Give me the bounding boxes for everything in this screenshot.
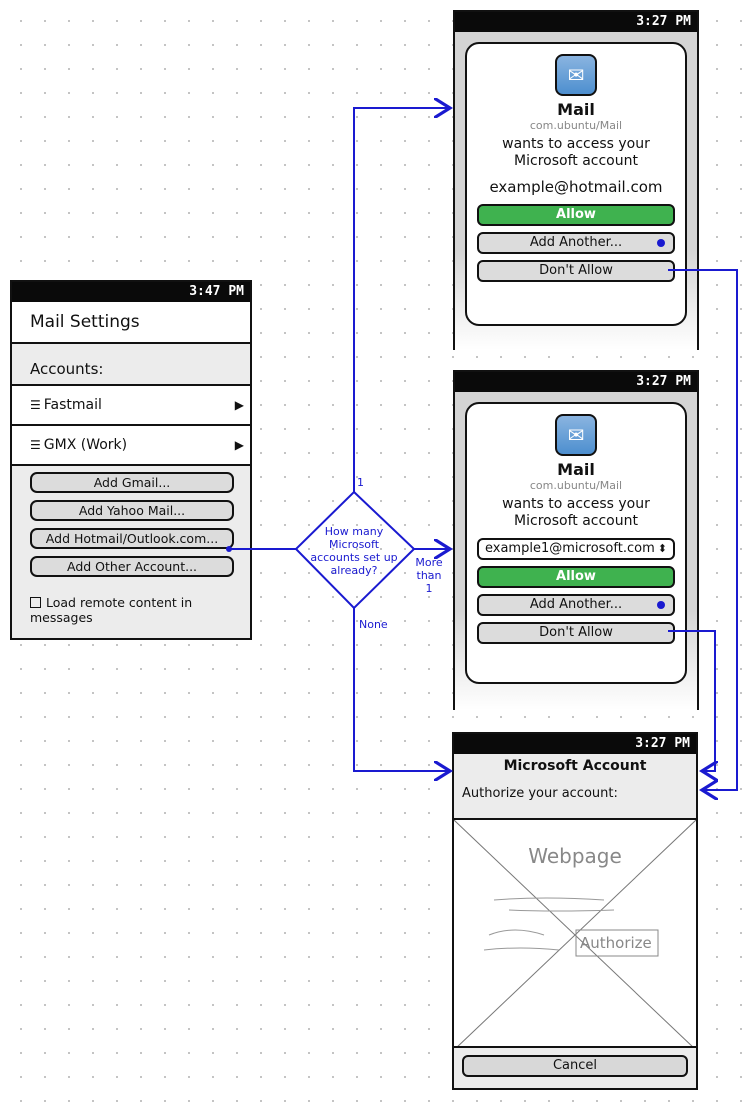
flow-connector-dot [657,601,665,609]
webpage-placeholder[interactable]: Webpage Authorize [454,820,696,1050]
branch-label-one: 1 [357,476,364,489]
account-label: GMX (Work) [43,437,128,453]
single-account-dialog-screen: 3:27 PM ✉ Mail com.ubuntu/Mail wants to … [453,10,699,350]
chevron-right-icon: ▶ [234,398,244,412]
add-another-button[interactable]: Add Another... [477,232,675,254]
status-bar-time: 3:27 PM [455,12,697,32]
account-label: Fastmail [43,397,102,413]
flow-connector-dot [657,239,665,247]
account-row-gmx[interactable]: ☰GMX (Work) ▶ [12,426,250,466]
accounts-section-header: Accounts: [12,344,250,386]
mail-settings-screen: 3:47 PM Mail Settings Accounts: ☰Fastmai… [10,280,252,640]
add-another-button[interactable]: Add Another... [477,594,675,616]
add-yahoo-button[interactable]: Add Yahoo Mail... [30,500,234,521]
flow-connector-dot [226,546,232,552]
access-dialog: ✉ Mail com.ubuntu/Mail wants to access y… [465,42,687,326]
add-hotmail-button[interactable]: Add Hotmail/Outlook.com... [30,528,234,549]
branch-label-none: None [359,618,388,631]
dont-allow-button[interactable]: Don't Allow [477,260,675,282]
auth-footer: Cancel [454,1046,696,1088]
account-stack-icon: ☰ [30,398,41,412]
webpage-label: Webpage [528,844,622,868]
auth-header: Microsoft Account Authorize your account… [454,754,696,820]
checkbox-icon [30,597,41,608]
app-bundle-id: com.ubuntu/Mail [529,479,623,492]
access-dialog: ✉ Mail com.ubuntu/Mail wants to access y… [465,402,687,684]
status-bar-time: 3:47 PM [12,282,250,302]
add-gmail-button[interactable]: Add Gmail... [30,472,234,493]
access-message: wants to access your Microsoft account [502,136,650,169]
status-bar-time: 3:27 PM [454,734,696,754]
access-message: wants to access your Microsoft account [502,496,650,529]
app-name: Mail [557,460,595,479]
allow-button[interactable]: Allow [477,204,675,226]
account-stack-icon: ☰ [30,438,41,452]
cancel-button[interactable]: Cancel [462,1055,688,1077]
dont-allow-button[interactable]: Don't Allow [477,622,675,644]
flow-line-none [353,608,450,771]
button-label: Add Another... [529,235,623,250]
microsoft-auth-screen: 3:27 PM Microsoft Account Authorize your… [452,732,698,1090]
selected-account: example1@microsoft.com [485,541,655,556]
account-select[interactable]: example1@microsoft.com⬍ [477,538,675,560]
allow-button[interactable]: Allow [477,566,675,588]
checkbox-label: Load remote content in messages [30,595,193,625]
chevron-right-icon: ▶ [234,438,244,452]
auth-subtitle: Authorize your account: [462,786,618,801]
mail-envelope-icon: ✉ [555,414,597,456]
add-other-account-button[interactable]: Add Other Account... [30,556,234,577]
flow-line-add-another-single [668,269,738,790]
load-remote-content-checkbox[interactable]: Load remote content in messages [30,595,234,625]
decision-question: How many Microsoft accounts set up alrea… [310,525,398,577]
multi-account-dialog-screen: 3:27 PM ✉ Mail com.ubuntu/Mail wants to … [453,370,699,710]
spinner-arrows-icon: ⬍ [657,542,667,555]
account-email: example@hotmail.com [489,178,663,196]
authorize-button[interactable]: Authorize [580,934,652,952]
flow-line-one [353,108,450,492]
flow-line-add-another-multi [668,630,715,771]
app-name: Mail [557,100,595,119]
add-account-area: Add Gmail... Add Yahoo Mail... Add Hotma… [12,466,250,638]
auth-title: Microsoft Account [503,758,647,774]
app-bundle-id: com.ubuntu/Mail [529,119,623,132]
placeholder-cross [454,820,696,1050]
page-title: Mail Settings [12,302,250,344]
button-label: Add Another... [529,597,623,612]
mail-envelope-icon: ✉ [555,54,597,96]
status-bar-time: 3:27 PM [455,372,697,392]
branch-label-more: More than 1 [415,556,443,595]
account-row-fastmail[interactable]: ☰Fastmail ▶ [12,386,250,426]
